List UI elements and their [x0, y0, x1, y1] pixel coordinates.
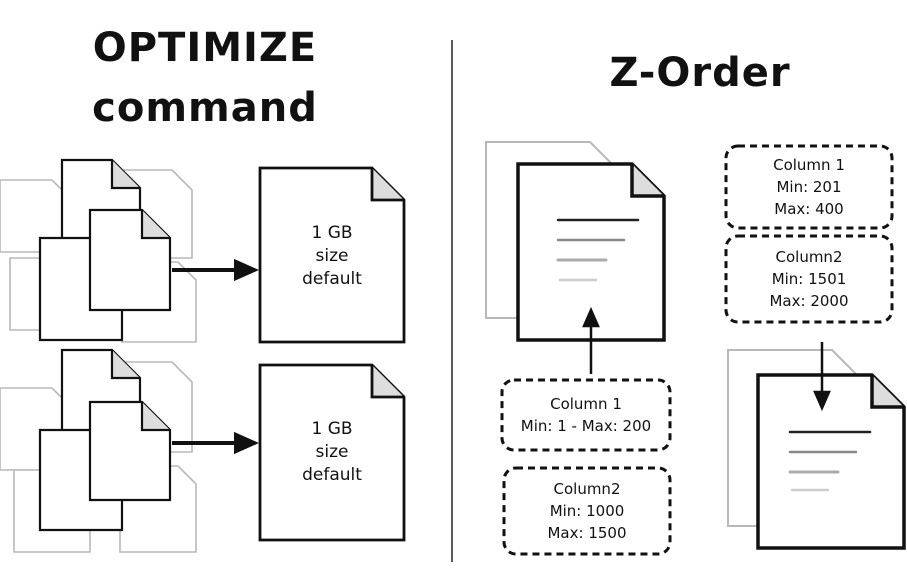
column-min: Min: 1501	[771, 270, 847, 288]
stats-box-file-b-col2	[724, 234, 894, 324]
file-size: 1 GB	[311, 223, 353, 243]
column-name: Column2	[553, 480, 621, 498]
file-size-caption: size	[315, 442, 349, 462]
output-file-1-label: 1 GB size default	[268, 222, 396, 291]
optimize-title: OPTIMIZE command	[40, 18, 370, 138]
column-max: Max: 400	[774, 200, 844, 218]
column-name: Column 1	[773, 156, 845, 174]
output-file-1	[258, 166, 406, 344]
stats-box-file-a-col2	[502, 466, 672, 556]
file-size-default: default	[302, 269, 362, 289]
file-size-caption: size	[315, 246, 349, 266]
input-files-group-1-dark	[38, 158, 172, 342]
arrow-down-icon	[813, 342, 831, 412]
input-file	[88, 208, 172, 312]
arrow-right-icon	[172, 258, 259, 282]
stats-box-file-a-col1	[500, 378, 672, 452]
arrow-up-icon	[582, 306, 600, 374]
column-max: Max: 1500	[547, 524, 627, 542]
column-min: Min: 1000	[549, 502, 625, 520]
column-name: Column 1	[550, 395, 622, 413]
file-b-content-lines	[788, 430, 872, 492]
file-b-col1-stats: Column 1 Min: 201 Max: 400	[726, 154, 892, 220]
file-size: 1 GB	[311, 419, 353, 439]
output-file-2-label: 1 GB size default	[268, 418, 396, 487]
output-file-2	[258, 363, 406, 542]
file-a-content-lines	[556, 218, 640, 282]
column-max: Max: 2000	[769, 292, 849, 310]
zorder-title: Z-Order	[609, 50, 791, 96]
file-size-default: default	[302, 465, 362, 485]
title-line-1: OPTIMIZE	[92, 25, 318, 71]
column-range: Min: 1 - Max: 200	[520, 417, 652, 435]
file-a-col2-stats: Column2 Min: 1000 Max: 1500	[504, 478, 670, 544]
column-min: Min: 201	[776, 178, 842, 196]
input-files-group-2-dark	[38, 348, 172, 532]
column-name: Column2	[775, 248, 843, 266]
file-a-col1-stats: Column 1 Min: 1 - Max: 200	[502, 393, 670, 437]
zorder-file-a	[516, 162, 666, 342]
input-file	[88, 400, 172, 502]
file-b-col2-stats: Column2 Min: 1501 Max: 2000	[726, 246, 892, 312]
title-line-2: command	[92, 85, 318, 131]
arrow-right-icon	[172, 431, 259, 455]
zorder-file-b	[756, 373, 906, 550]
